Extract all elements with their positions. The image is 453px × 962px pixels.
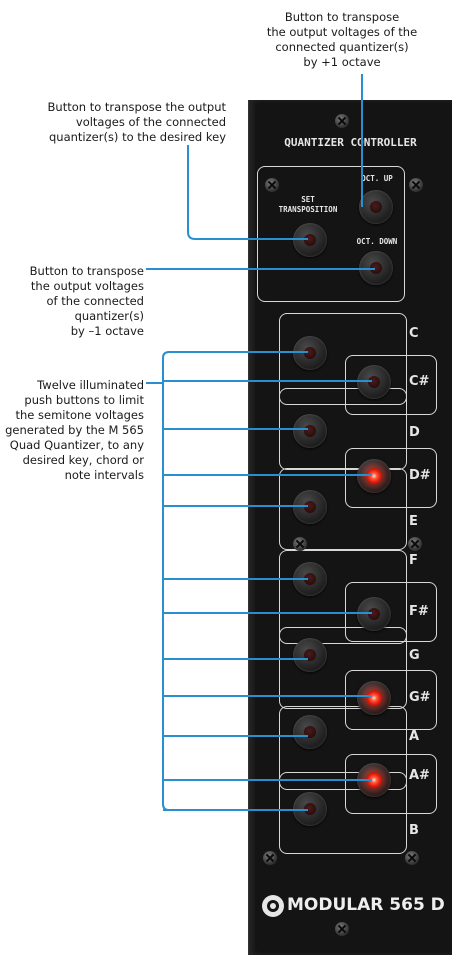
panel-screw-icon — [293, 537, 307, 551]
key-button-a-sharp[interactable] — [357, 763, 391, 797]
oct-down-annotation: Button to transpose the output voltages … — [10, 264, 144, 339]
annotation-line: Button to transpose — [29, 264, 144, 278]
annotation-line: the output voltages — [30, 279, 144, 293]
oct-up-label: OCT. UP — [361, 174, 393, 183]
annotation-line: Button to transpose — [284, 10, 400, 24]
annotation-line: by –1 octave — [70, 324, 144, 338]
key-button-g-sharp[interactable] — [357, 681, 391, 715]
annotation-line: by +1 octave — [303, 55, 381, 69]
key-button-g[interactable] — [293, 638, 327, 672]
key-group-outline — [345, 355, 437, 415]
annotation-line: desired key, chord or — [22, 453, 144, 467]
key-label: G — [409, 648, 420, 663]
key-label: C — [409, 326, 419, 341]
oct-down-label: OCT. DOWN — [356, 237, 398, 246]
key-group-outline — [279, 550, 407, 644]
brand-name: MODULAR 565 D — [287, 895, 445, 915]
annotation-line: connected quantizer(s) — [275, 40, 409, 54]
annotation-line: of the connected — [46, 294, 145, 308]
face-logo-icon — [262, 895, 284, 917]
key-group-outline — [345, 670, 437, 730]
annotation-line: Button to transpose the output — [47, 100, 226, 114]
transpose-section — [257, 166, 405, 302]
annotation-line: the output voltages of the — [266, 25, 418, 39]
keys-trunk-leader — [162, 358, 170, 811]
key-label: D — [409, 425, 420, 440]
key-label: F# — [409, 604, 429, 619]
key-label: A — [409, 729, 420, 744]
annotation-line: push buttons to limit — [24, 393, 144, 407]
panel-screw-icon — [265, 178, 279, 192]
annotation-line: quantizer(s) — [74, 309, 144, 323]
key-group-outline — [345, 448, 437, 508]
set-label: SET — [301, 195, 315, 204]
keys-annotation: Twelve illuminated push buttons to limit… — [4, 378, 144, 483]
annotation-line: the semitone voltages — [15, 408, 144, 422]
annotation-line: Quad Quantizer, to any — [9, 438, 144, 452]
key-group-outline — [279, 468, 407, 550]
oct-up-annotation: Button to transpose the output voltages … — [262, 10, 422, 70]
key-label: F — [409, 553, 418, 568]
panel-screw-icon — [409, 178, 423, 192]
oct-up-button[interactable] — [359, 190, 393, 224]
key-leader-0 — [162, 351, 308, 359]
key-label: G# — [409, 690, 431, 705]
key-group-outline — [279, 627, 407, 709]
set-transposition-label: SET TRANSPOSITION — [263, 195, 353, 215]
transposition-label: TRANSPOSITION — [278, 205, 338, 214]
panel-screw-icon — [263, 851, 277, 865]
panel-screw-icon — [405, 851, 419, 865]
key-label: B — [409, 823, 419, 838]
set-transposition-leader — [187, 145, 308, 240]
brand-logo: MODULAR 565 D — [262, 892, 445, 920]
key-button-a[interactable] — [293, 715, 327, 749]
panel-screw-icon — [408, 537, 422, 551]
key-label: D# — [409, 468, 431, 483]
key-group-outline — [279, 706, 407, 790]
panel-title: QUANTIZER CONTROLLER — [284, 136, 417, 149]
panel-screw-icon — [335, 922, 349, 936]
annotation-line: Twelve illuminated — [37, 378, 144, 392]
set-transposition-annotation: Button to transpose the output voltages … — [20, 100, 226, 145]
key-button-d[interactable] — [293, 414, 327, 448]
key-label: E — [409, 514, 418, 529]
key-label: C# — [409, 374, 430, 389]
annotation-line: quantizer(s) to the desired key — [48, 130, 226, 144]
annotation-line: generated by the M 565 — [5, 423, 144, 437]
key-group-outline — [345, 754, 437, 814]
panel-screw-icon — [335, 114, 349, 128]
module-panel: QUANTIZER CONTROLLER OCT. UP SET TRANSPO… — [248, 100, 452, 955]
key-group-outline — [279, 313, 407, 405]
annotation-line: voltages of the connected — [75, 115, 226, 129]
key-label: A# — [409, 768, 430, 783]
annotation-line: note intervals — [64, 468, 144, 482]
